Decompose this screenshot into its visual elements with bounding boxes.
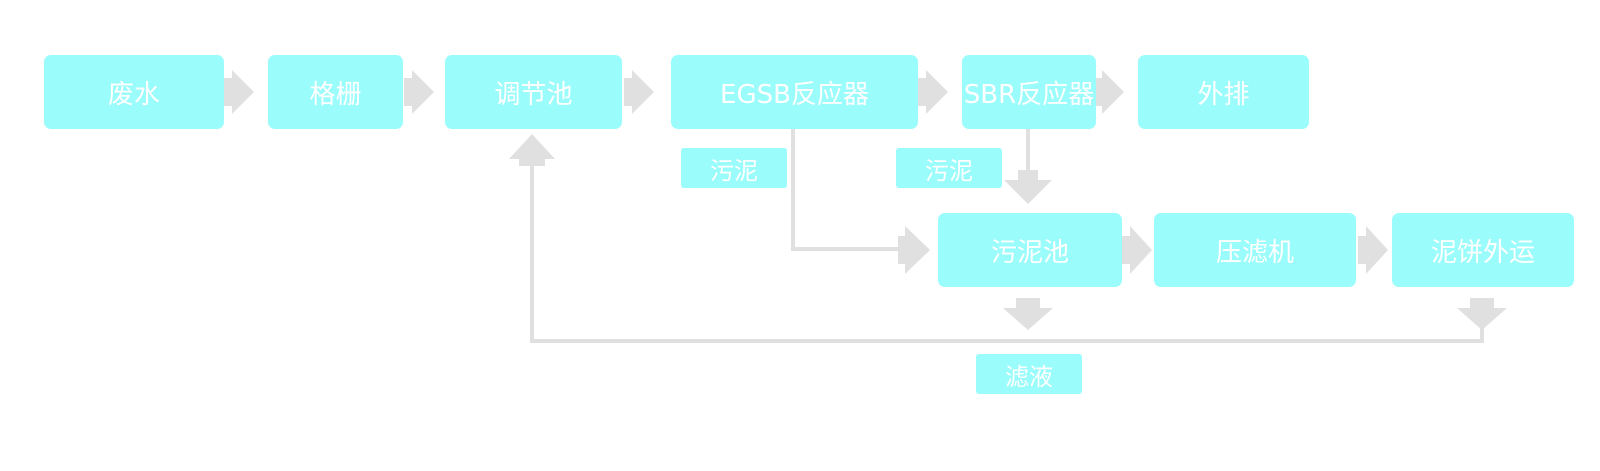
arrow-equalization-to-egsb bbox=[624, 70, 654, 114]
arrow-into-sludge-tank bbox=[898, 226, 930, 274]
arrow-sludge-tank-filtrate bbox=[1003, 298, 1053, 330]
line-filtrate-return bbox=[530, 162, 1484, 343]
node-sludge-tank: 污泥池 bbox=[938, 213, 1122, 287]
node-wastewater: 废水 bbox=[44, 55, 224, 129]
node-sludge-cake-transport: 泥饼外运 bbox=[1392, 213, 1574, 287]
line-egsb-sludge bbox=[791, 127, 900, 251]
arrow-egsb-to-sbr bbox=[918, 70, 948, 114]
arrow-cake-filtrate bbox=[1457, 298, 1507, 330]
arrow-wastewater-to-screen bbox=[224, 70, 254, 114]
label-sludge-sbr: 污泥 bbox=[896, 148, 1002, 188]
arrow-return-to-equalization bbox=[509, 134, 555, 166]
node-egsb-reactor: EGSB反应器 bbox=[671, 55, 918, 129]
label-filtrate: 滤液 bbox=[976, 354, 1082, 394]
arrow-sbr-to-sludge-tank bbox=[1004, 170, 1052, 204]
label-sludge-egsb: 污泥 bbox=[681, 148, 787, 188]
node-screen: 格栅 bbox=[268, 55, 403, 129]
node-discharge: 外排 bbox=[1138, 55, 1309, 129]
arrow-screen-to-equalization bbox=[404, 70, 434, 114]
node-sbr-reactor: SBR反应器 bbox=[962, 55, 1096, 129]
arrow-sludge-tank-to-press bbox=[1122, 226, 1152, 274]
node-equalization-tank: 调节池 bbox=[445, 55, 622, 129]
arrow-press-to-cake bbox=[1358, 226, 1388, 274]
arrow-sbr-to-discharge bbox=[1094, 70, 1124, 114]
node-filter-press: 压滤机 bbox=[1154, 213, 1356, 287]
